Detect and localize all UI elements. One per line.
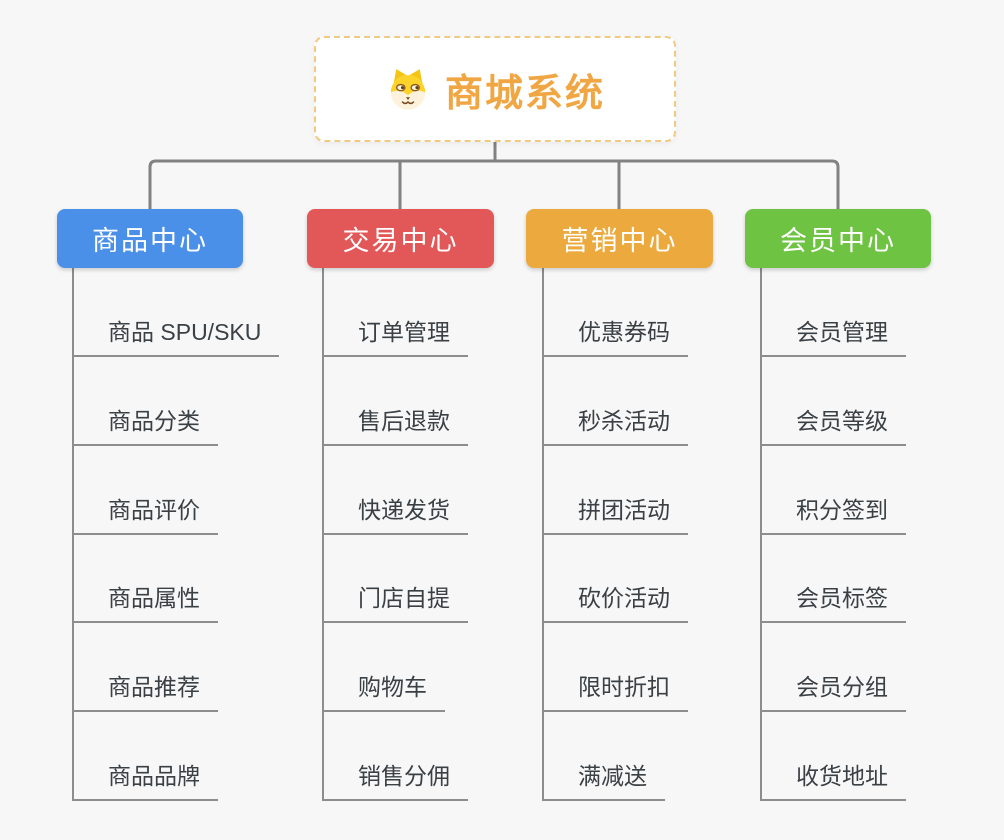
topic-item[interactable]: 会员管理 [760, 311, 906, 357]
branch-node[interactable]: 会员中心 [745, 209, 931, 268]
branch-label: 会员中心 [780, 226, 896, 256]
dog-face-icon [385, 67, 431, 111]
topic-item[interactable]: 优惠券码 [542, 311, 688, 357]
topic-item[interactable]: 商品分类 [72, 400, 218, 446]
topic-item[interactable]: 销售分佣 [322, 755, 468, 801]
topic-item[interactable]: 积分签到 [760, 489, 906, 535]
topic-item[interactable]: 限时折扣 [542, 666, 688, 712]
branch-node[interactable]: 商品中心 [57, 209, 243, 268]
topic-item[interactable]: 满减送 [542, 755, 665, 801]
topic-item[interactable]: 门店自提 [322, 577, 468, 623]
topic-item[interactable]: 订单管理 [322, 311, 468, 357]
topic-item[interactable]: 商品评价 [72, 489, 218, 535]
root-title: 商城系统 [444, 72, 605, 115]
topic-item[interactable]: 售后退款 [322, 400, 468, 446]
root-node[interactable]: 商城系统 [314, 36, 676, 142]
branch-node[interactable]: 交易中心 [307, 209, 494, 268]
topic-item[interactable]: 商品属性 [72, 577, 218, 623]
topic-item[interactable]: 砍价活动 [542, 577, 688, 623]
branch-label: 交易中心 [342, 226, 459, 256]
branch-label: 营销中心 [561, 226, 678, 256]
topic-item[interactable]: 会员分组 [760, 666, 906, 712]
topic-item[interactable]: 商品推荐 [72, 666, 218, 712]
topic-item[interactable]: 商品品牌 [72, 755, 218, 801]
branch-label: 商品中心 [92, 226, 208, 256]
topic-item[interactable]: 商品 SPU/SKU [72, 311, 280, 357]
topic-item[interactable]: 拼团活动 [542, 489, 688, 535]
topic-item[interactable]: 会员标签 [760, 577, 906, 623]
topic-item[interactable]: 会员等级 [760, 400, 906, 446]
topic-item[interactable]: 秒杀活动 [542, 400, 688, 446]
branch-node[interactable]: 营销中心 [526, 209, 713, 268]
topic-item[interactable]: 快递发货 [322, 489, 468, 535]
topic-item[interactable]: 收货地址 [760, 755, 906, 801]
topic-item[interactable]: 购物车 [322, 666, 445, 712]
